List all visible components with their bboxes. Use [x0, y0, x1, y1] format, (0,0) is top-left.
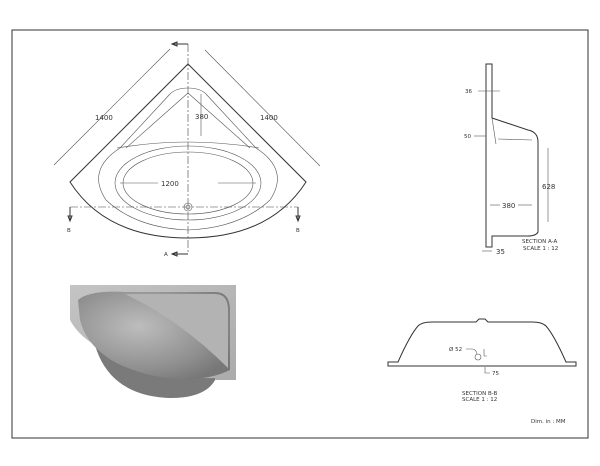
section-bb-scale: SCALE 1 : 12: [462, 397, 497, 403]
dim-628: 628: [542, 183, 555, 191]
section-bb-title: SECTION B-B: [462, 391, 498, 397]
dim-1200: 1200: [161, 180, 179, 188]
dim-diameter-52: Ø 52: [449, 346, 462, 353]
section-bb-view: Ø 52 75 SECTION B-B SCALE 1 : 12: [387, 318, 577, 403]
dim-left-1400: 1400: [95, 114, 113, 122]
section-aa-title: SECTION A-A: [522, 239, 557, 245]
units-note: Dim. in : MM: [531, 419, 566, 425]
label-a: A: [164, 252, 168, 258]
top-view: 1400 1400 380 1200 B B A: [53, 41, 321, 258]
dim-380: 380: [195, 113, 208, 121]
label-b-right: B: [296, 228, 300, 234]
bathtub-render: [70, 285, 236, 398]
section-aa-view: 36 50 628 380 35 SECTION A-A SCALE 1 : 1…: [464, 63, 558, 256]
section-aa-scale: SCALE 1 : 12: [523, 246, 558, 252]
dim-50: 50: [464, 134, 471, 140]
dim-right-1400: 1400: [260, 114, 278, 122]
dim-35: 35: [496, 248, 505, 256]
dim-380-section: 380: [502, 202, 515, 210]
dim-36: 36: [465, 89, 472, 95]
label-b-left: B: [67, 228, 71, 234]
dim-75: 75: [492, 371, 499, 377]
sheet-border: [11, 29, 589, 439]
